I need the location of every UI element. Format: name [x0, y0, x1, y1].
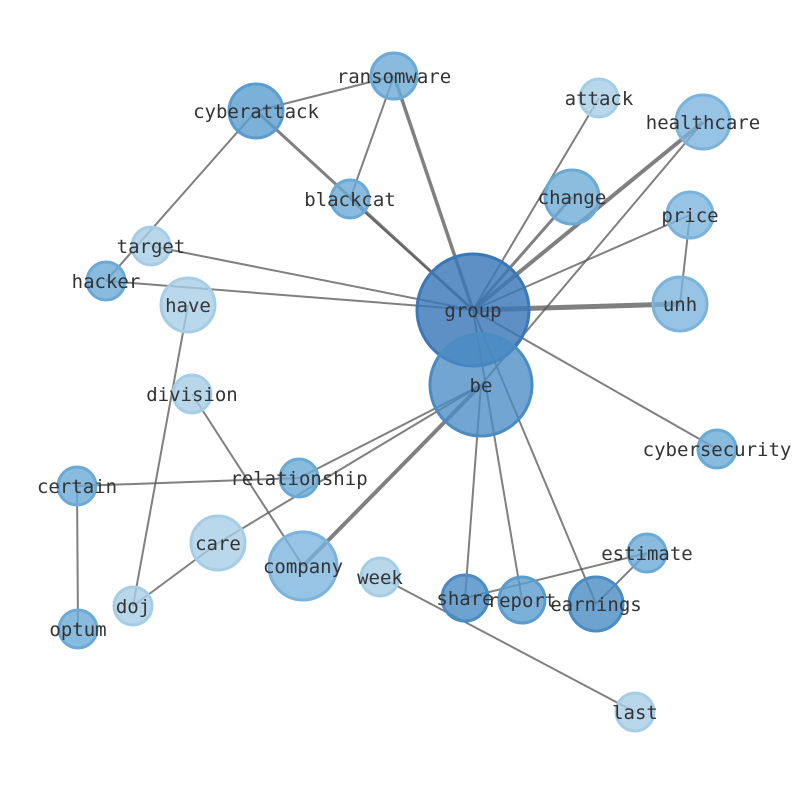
node-earnings — [567, 575, 625, 633]
node-hacker — [85, 260, 127, 302]
node-unh — [651, 275, 709, 333]
node-label-target: target — [117, 236, 186, 258]
node-last — [614, 691, 656, 733]
edge-certain-relationship — [76, 477, 300, 487]
node-target — [130, 225, 172, 267]
node-label-certain: certain — [37, 476, 117, 498]
node-label-earnings: earnings — [550, 594, 642, 616]
node-label-have: have — [165, 295, 211, 317]
node-certain — [56, 465, 98, 507]
node-company — [267, 530, 339, 602]
node-label-attack: attack — [565, 88, 634, 110]
node-care — [189, 514, 247, 572]
node-label-blackcat: blackcat — [304, 189, 396, 211]
node-label-care: care — [195, 533, 241, 555]
node-label-week: week — [357, 567, 403, 589]
node-label-hacker: hacker — [72, 271, 141, 293]
node-relationship — [278, 457, 320, 499]
node-label-ransomware: ransomware — [337, 66, 451, 88]
edge-week-last — [379, 576, 636, 713]
node-label-healthcare: healthcare — [646, 112, 760, 134]
node-cybersecurity — [696, 428, 738, 470]
node-estimate — [626, 532, 668, 574]
node-label-group: group — [444, 300, 501, 322]
node-label-price: price — [661, 205, 718, 227]
node-blackcat — [329, 178, 371, 220]
node-label-cybersecurity: cybersecurity — [643, 439, 792, 461]
node-label-relationship: relationship — [230, 468, 367, 490]
node-ransomware — [369, 51, 419, 101]
node-share — [440, 573, 490, 623]
node-label-unh: unh — [663, 294, 697, 316]
labels-layer: group be ransomware cyberattack attack health… — [37, 66, 791, 724]
node-be — [428, 332, 534, 438]
edge-certain-optum — [76, 485, 79, 630]
node-optum — [57, 608, 99, 650]
node-label-be: be — [470, 375, 493, 397]
node-report — [497, 575, 547, 625]
node-label-share: share — [436, 588, 493, 610]
node-healthcare — [674, 93, 732, 151]
edge-cyberattack-hacker — [105, 110, 257, 282]
edge-estimate-share — [464, 552, 648, 599]
node-doj — [112, 585, 154, 627]
node-cyberattack — [227, 82, 285, 140]
node-price — [665, 190, 715, 240]
node-change — [543, 168, 601, 226]
node-label-last: last — [612, 702, 658, 724]
node-label-cyberattack: cyberattack — [193, 101, 319, 123]
edge-have-doj — [132, 304, 189, 607]
nodes-layer — [56, 51, 738, 733]
node-label-report: report — [488, 590, 557, 612]
node-label-division: division — [146, 384, 238, 406]
node-label-company: company — [263, 556, 343, 578]
node-division — [171, 373, 213, 415]
node-label-estimate: estimate — [601, 543, 693, 565]
node-attack — [578, 77, 620, 119]
node-label-doj: doj — [116, 596, 150, 618]
node-label-change: change — [538, 187, 607, 209]
node-have — [159, 276, 217, 334]
node-label-optum: optum — [49, 619, 106, 641]
node-week — [359, 556, 401, 598]
